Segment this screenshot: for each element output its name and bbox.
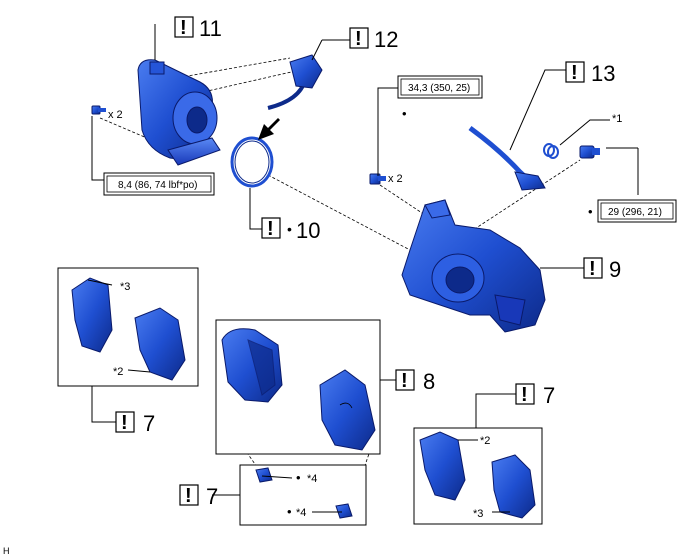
box-pad-shims-right — [413, 427, 543, 525]
callout-number-10: 10 — [296, 218, 320, 243]
part-motor-11 — [137, 59, 221, 166]
callout-8: ! 8 — [395, 369, 435, 394]
torque-value-caliper-bolt: 34,3 (350, 25) — [408, 83, 470, 94]
box-pads-8 — [215, 319, 381, 455]
callout-12: ! 12 — [349, 27, 398, 52]
part-hose-13 — [468, 125, 546, 191]
box-pad-clips — [239, 464, 367, 526]
union-bolt — [579, 145, 600, 159]
arrow-icon — [258, 118, 280, 140]
callout-number-7: 7 — [543, 383, 555, 408]
star-label-3: *3 — [120, 281, 130, 293]
star-label-2: *2 — [480, 435, 490, 447]
bullet-dot: • — [402, 106, 407, 121]
star-label-3: *3 — [473, 508, 483, 520]
callout-number-7: 7 — [206, 484, 218, 509]
callout-number-7: 7 — [143, 411, 155, 436]
warning-icon: ! — [185, 485, 192, 507]
bullet-dot: • — [296, 470, 301, 485]
warning-icon: ! — [267, 218, 274, 240]
torque-value-union-bolt: 29 (296, 21) — [608, 207, 662, 218]
warning-icon: ! — [571, 62, 578, 84]
leader-lines — [91, 24, 639, 513]
star-label-2: *2 — [113, 366, 123, 378]
star-label-4: *4 — [307, 473, 317, 485]
callout-number-9: 9 — [609, 257, 621, 282]
torque-value-motor-bolt: 8,4 (86, 74 lbf*po) — [118, 180, 198, 191]
bullet-dot: • — [287, 221, 292, 237]
quantity-motor-bolt: x 2 — [108, 109, 123, 121]
part-oring-10 — [230, 136, 274, 188]
callout-number-13: 13 — [591, 61, 615, 86]
figure-code: H — [3, 546, 10, 556]
torque-box-union-bolt: 29 (296, 21) — [597, 199, 677, 223]
warning-icon: ! — [121, 412, 128, 434]
part-connector-12 — [267, 39, 323, 110]
callout-7-left: ! 7 — [115, 411, 155, 436]
star-label-1: *1 — [612, 113, 622, 125]
callout-11: ! 11 — [174, 16, 222, 41]
warning-icon: ! — [589, 258, 596, 280]
callout-13: ! 13 — [565, 61, 615, 86]
callout-number-8: 8 — [423, 369, 435, 394]
callout-7-bottom: ! 7 — [179, 484, 218, 509]
bullet-dot: • — [287, 504, 292, 519]
part-caliper-9 — [401, 199, 546, 333]
quantity-caliper-bolt: x 2 — [388, 173, 403, 185]
callout-7-right: ! 7 — [515, 383, 555, 408]
torque-box-motor-bolt: 8,4 (86, 74 lbf*po) — [103, 172, 215, 196]
bullet-dot: • — [588, 204, 593, 219]
callout-9: ! 9 — [583, 257, 621, 282]
callout-10: ! • 10 — [261, 217, 320, 243]
part-clip — [543, 143, 559, 159]
warning-icon: ! — [180, 17, 187, 39]
caliper-bolt — [369, 173, 386, 185]
warning-icon: ! — [355, 28, 362, 50]
bolt-motor — [91, 105, 106, 115]
torque-box-caliper-bolt: 34,3 (350, 25) — [397, 75, 483, 99]
box-pad-shims-left — [57, 267, 199, 387]
callout-number-12: 12 — [374, 27, 398, 52]
warning-icon: ! — [521, 384, 528, 406]
warning-icon: ! — [401, 370, 408, 392]
callout-number-11: 11 — [199, 16, 222, 41]
star-label-4: *4 — [296, 507, 306, 519]
